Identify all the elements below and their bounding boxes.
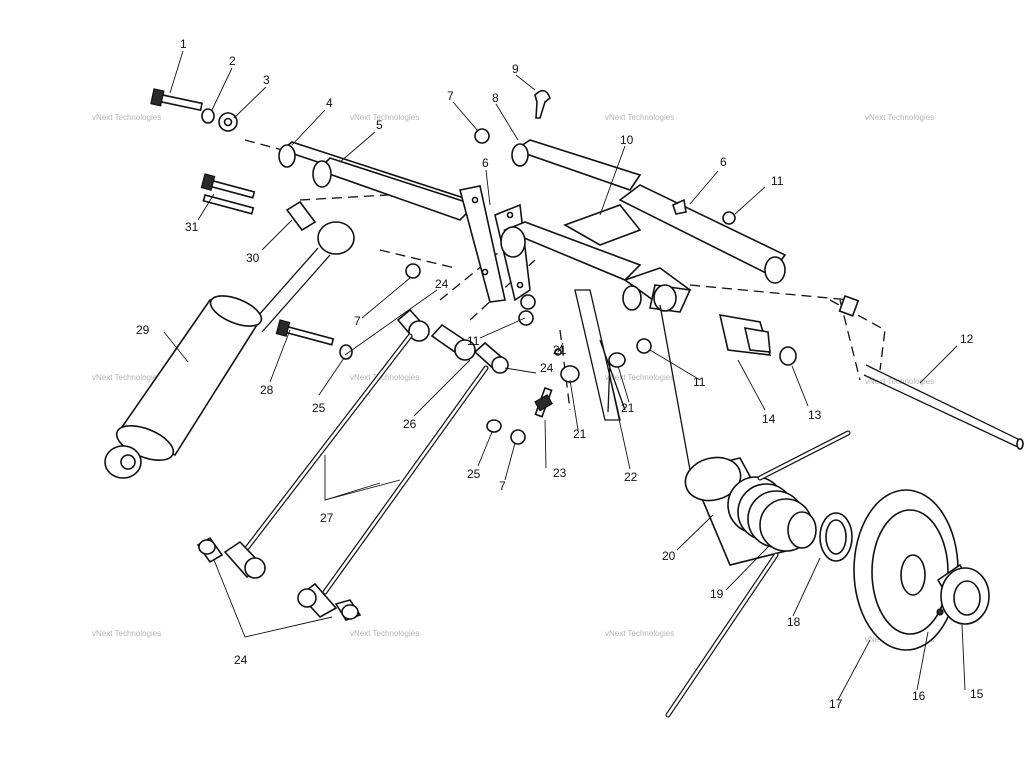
part-number-24c: 24 (234, 653, 248, 667)
part-number-30: 30 (246, 251, 260, 265)
watermark: vNext Technologies (92, 113, 161, 122)
part-number-4: 4 (326, 96, 333, 110)
part-number-23: 23 (553, 466, 567, 480)
part-number-6b: 6 (720, 155, 727, 169)
part-number-21: 21 (553, 343, 567, 357)
part-number-25: 25 (312, 401, 326, 415)
watermark: vNext Technologies (605, 373, 674, 382)
part-number-15: 15 (970, 687, 984, 701)
part-number-7b: 7 (354, 314, 361, 328)
part-number-8: 8 (492, 91, 499, 105)
part-number-5: 5 (376, 118, 383, 132)
part-number-27: 27 (320, 511, 334, 525)
watermark: vNext Technologies (865, 113, 934, 122)
torsion-arms (196, 308, 509, 621)
part-number-24b: 24 (540, 361, 554, 375)
part-number-2: 2 (229, 54, 236, 68)
part-number-7: 7 (447, 89, 454, 103)
part-number-21b: 21 (573, 427, 587, 441)
part-number-28: 28 (260, 383, 274, 397)
part-number-1: 1 (180, 37, 187, 51)
part-number-29: 29 (136, 323, 150, 337)
hardware (150, 88, 1024, 450)
part-number-3: 3 (263, 73, 270, 87)
part-number-11b: 11 (467, 334, 480, 348)
part-number-13: 13 (808, 408, 822, 422)
part-number-7c: 7 (499, 479, 506, 493)
part-number-10: 10 (620, 133, 634, 147)
watermark: vNext Technologies (350, 629, 419, 638)
part-number-17: 17 (829, 697, 843, 711)
part-number-25b: 25 (467, 467, 481, 481)
watermark: vNext Technologies (92, 373, 161, 382)
part-number-12: 12 (960, 332, 974, 346)
part-number-11c: 11 (693, 375, 706, 389)
part-number-16: 16 (912, 689, 926, 703)
watermark: vNext Technologies (350, 113, 419, 122)
watermark: vNext Technologies (605, 113, 674, 122)
part-number-22: 22 (624, 470, 638, 484)
part-number-31: 31 (185, 220, 199, 234)
wheel-spring-assembly (665, 430, 990, 718)
part-number-20: 20 (662, 549, 676, 563)
part-number-9: 9 (512, 62, 519, 76)
part-number-labels: 1 2 3 4 5 6 7 8 9 10 6 11 12 13 14 15 16… (136, 37, 984, 711)
upper-shaft-assembly (278, 139, 787, 284)
shock-absorber-assembly (104, 194, 355, 479)
frame-bracket (459, 185, 692, 471)
part-number-19: 19 (710, 587, 724, 601)
part-number-21c: 21 (621, 401, 635, 415)
part-number-24: 24 (435, 277, 449, 291)
watermark: vNext Technologies (92, 629, 161, 638)
leader-lines (163, 50, 966, 701)
watermark: vNext Technologies (605, 629, 674, 638)
part-number-26: 26 (403, 417, 417, 431)
part-number-11: 11 (771, 174, 784, 188)
part-number-6: 6 (482, 156, 489, 170)
watermark: vNext Technologies (350, 373, 419, 382)
part-number-14: 14 (762, 412, 776, 426)
part-number-18: 18 (787, 615, 801, 629)
